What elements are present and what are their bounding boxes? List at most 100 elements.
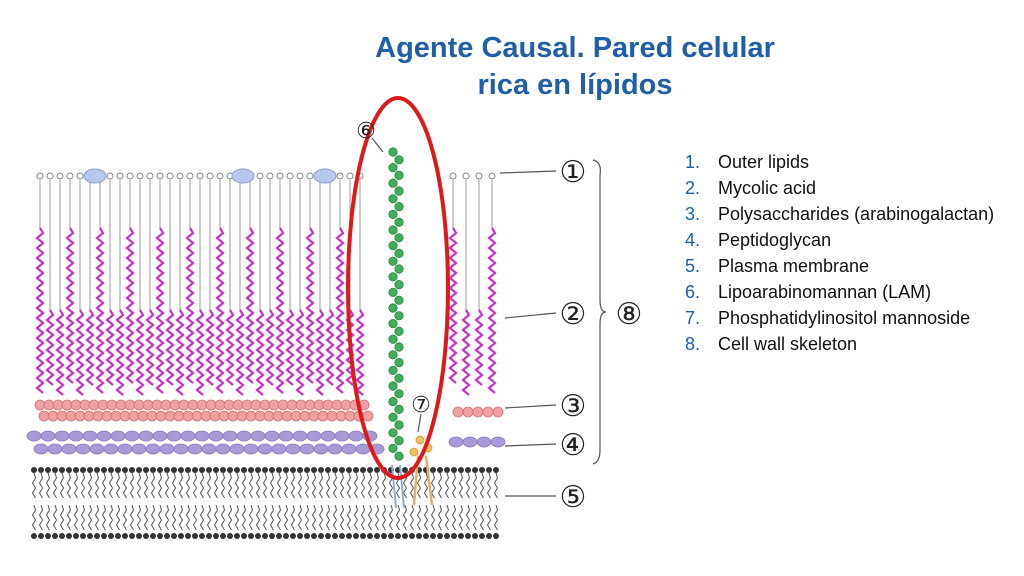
peptidoglycan-unit [75,443,91,455]
lipid-head [76,172,84,180]
legend-number: 1. [684,152,700,172]
peptidoglycan-unit [236,430,252,442]
phospholipid-head [171,533,177,539]
mycolic-acid-chain [135,309,145,396]
sugar-bead [344,410,356,422]
phospholipid-head [486,533,492,539]
phospholipid-head [248,467,254,473]
phospholipid-head [325,467,331,473]
lipid-head [156,172,164,180]
phospholipid-head [416,533,422,539]
legend-number: 6. [684,282,700,302]
lam-bead [394,202,404,212]
lam-bead [388,303,398,313]
phospholipid-head [332,467,338,473]
phospholipid-head [136,533,142,539]
phospholipid-head [101,467,107,473]
phospholipid-head [276,533,282,539]
phospholipid-head [339,533,345,539]
peptidoglycan-unit [271,443,287,455]
phospholipid-head [164,467,170,473]
lipid-head [46,172,54,180]
mycolic-acid-chain [305,227,315,384]
phospholipid-head [213,533,219,539]
mycolic-acid-chain [275,227,285,394]
lipid-head [488,172,496,180]
mycolic-acid-chain [255,309,265,396]
lam-bead [394,342,404,352]
glycolipid-oval [83,168,107,184]
peptidoglycan-unit [47,443,63,455]
phospholipid-head [234,533,240,539]
sugar-bead [38,410,50,422]
lipid-head [186,172,194,180]
phospholipid-head [472,467,478,473]
sugar-bead [472,406,484,418]
phospholipid-head [283,467,289,473]
sugar-bead [101,410,113,422]
phospholipid-head [486,467,492,473]
sugar-bead [119,410,131,422]
sugar-bead [452,406,464,418]
legend-item: 6.Lipoarabinomannan (LAM) [660,282,1024,303]
lam-bead [388,241,398,251]
sugar-bead [110,410,122,422]
lam-bead [388,147,398,157]
lam-bead [388,178,398,188]
phospholipid-head [255,467,261,473]
phospholipid-head [101,533,107,539]
lam-bead [388,318,398,329]
peptidoglycan-unit [33,443,49,455]
mycolic-acid-chain [325,309,335,386]
phospholipid-head [52,467,58,473]
lipid-head [126,172,134,180]
peptidoglycan-layer [26,430,506,455]
sugar-bead [245,410,257,422]
phospholipid-head [108,467,114,473]
phospholipid-head [59,467,65,473]
phospholipid-head [402,467,408,473]
sugar-bead [187,399,199,411]
sugar-bead [106,399,118,411]
sugar-bead [254,410,266,422]
peptidoglycan-unit [117,443,133,455]
marker-7: ⑦ [411,393,431,418]
phospholipid-head [451,467,457,473]
mycolic-acid-chain [75,309,85,396]
peptidoglycan-unit [320,430,336,442]
peptidoglycan-unit [222,430,238,442]
mycolic-acid-chain [105,309,115,386]
sugar-bead [462,406,474,418]
mycolic-acid-chain [474,309,484,386]
plasma-membrane [31,467,499,539]
sugar-bead [56,410,68,422]
legend-item: 7.Phosphatidylinositol mannoside [660,308,1024,329]
mycolic-acid-chain [315,309,325,396]
lam-bead [388,396,398,407]
legend-item: 4.Peptidoglycan [660,230,1024,251]
highlight-oval [346,96,450,480]
lam-bead [388,365,398,375]
phospholipid-head [276,467,282,473]
sugar-bead [124,399,136,411]
lam-bead [394,373,404,383]
mycolic-acid-chain [45,309,55,386]
lam-bead [394,451,404,461]
peptidoglycan-unit [334,430,350,442]
mycolic-acid-chain [225,309,235,386]
sugar-bead [223,399,235,411]
mycolic-acid-chain [175,309,185,396]
phospholipid-head [493,467,499,473]
leader-lines [371,137,607,497]
lipid-head [475,172,483,180]
sugar-bead [281,410,293,422]
sugar-bead [482,406,494,418]
peptidoglycan-unit [166,430,182,442]
lam-bead [394,155,404,165]
peptidoglycan-unit [110,430,126,442]
lipid-head [66,172,74,180]
marker-3: ③ [560,389,587,424]
phospholipid-head [395,533,401,539]
